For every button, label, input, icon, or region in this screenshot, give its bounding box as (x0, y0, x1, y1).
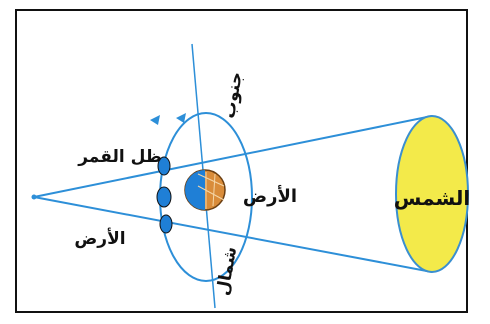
orbit-arrow-icon (150, 115, 160, 125)
cone-apex (32, 195, 37, 200)
earth-shadow-label: الأرض (74, 228, 125, 249)
moon (160, 215, 172, 233)
moon (157, 187, 171, 207)
earth-label: الأرض (243, 185, 297, 207)
top-side-label: جنوب (219, 70, 247, 120)
earth (185, 170, 225, 210)
bottom-side-label: شمال (213, 245, 241, 297)
sun-label: الشمس (394, 186, 470, 210)
moon-shadow-label: ظل القمر (77, 147, 162, 167)
